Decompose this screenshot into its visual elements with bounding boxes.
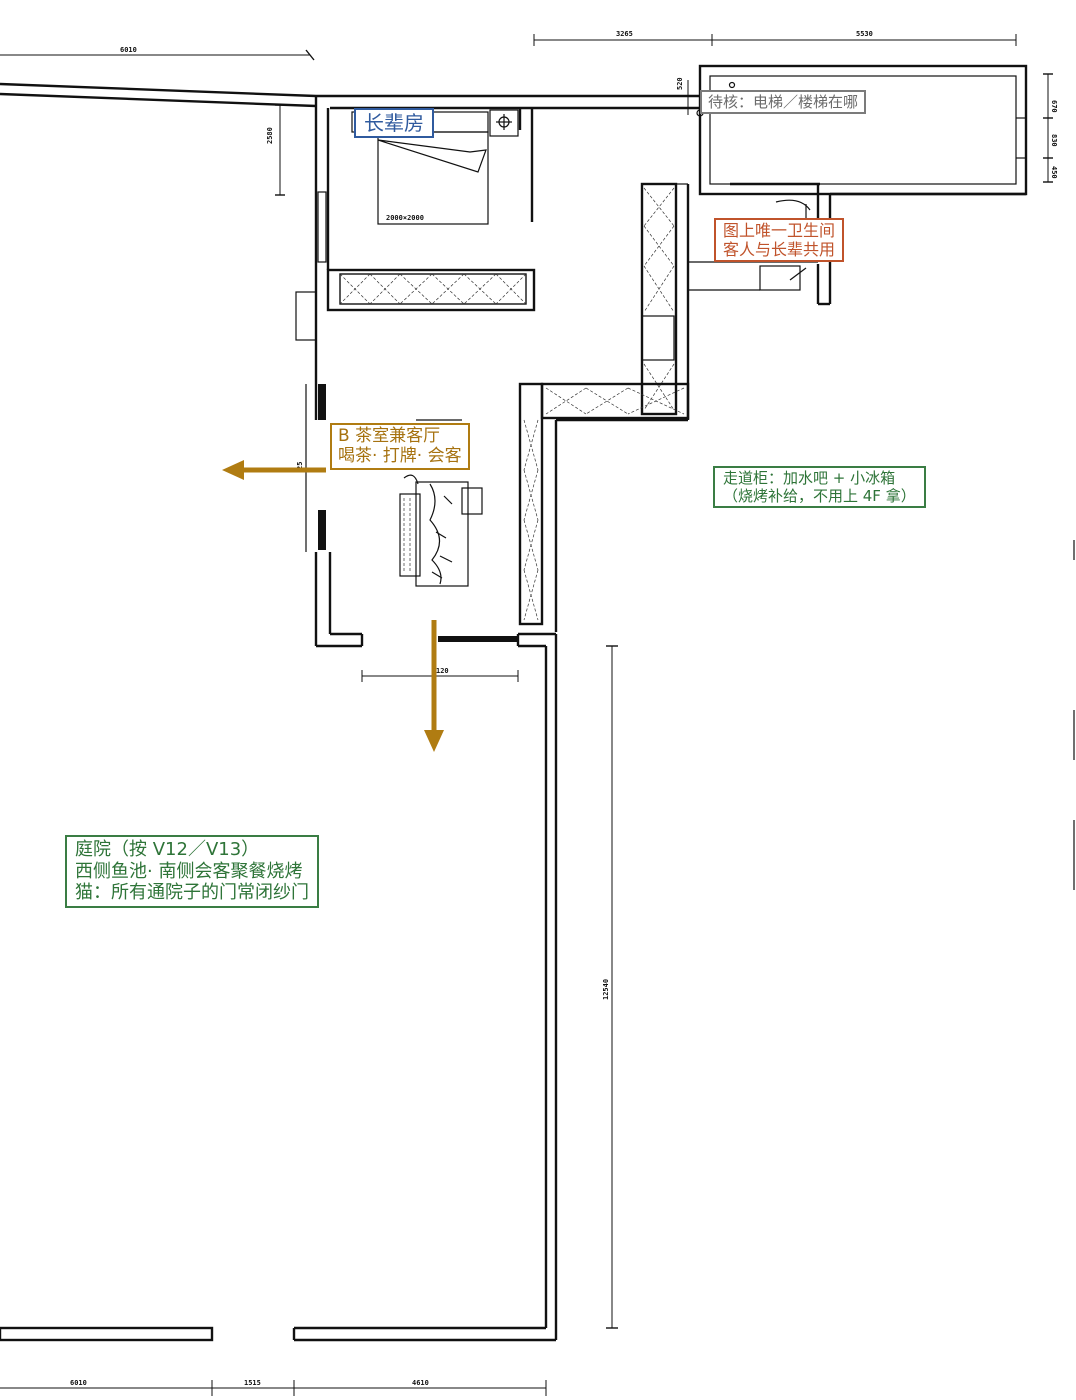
courtyard-walls bbox=[0, 634, 558, 1342]
dim-text-bottom-mid: 1515 bbox=[244, 1379, 261, 1387]
dim-text-courtyard-height: 12540 bbox=[602, 979, 610, 1000]
tea-room-furniture bbox=[399, 419, 483, 587]
label-pending-core: 待核：电梯／楼梯在哪 bbox=[700, 90, 867, 114]
label-tea-room: B 茶室兼客厅 喝茶· 打牌· 会客 bbox=[330, 423, 470, 470]
dim-text-tea-side: 25 bbox=[296, 462, 304, 470]
dim-text-bottom-left: 6010 bbox=[70, 1379, 87, 1387]
dim-text-top-mid: 3265 bbox=[616, 30, 633, 38]
dim-text-right-a: 670 bbox=[1050, 100, 1058, 113]
label-courtyard-line3: 猫：所有通院子的门常闭纱门 bbox=[75, 882, 309, 904]
l-shaped-cabinet bbox=[518, 382, 690, 632]
label-courtyard-line2: 西侧鱼池· 南侧会客聚餐烧烤 bbox=[75, 860, 303, 882]
bed-size-text: 2000×2000 bbox=[386, 214, 424, 222]
label-bathroom-line1: 图上唯一卫生间 bbox=[723, 221, 836, 240]
dim-text-top-right: 5530 bbox=[856, 30, 873, 38]
label-courtyard: 庭院（按 V12／V13） 西侧鱼池· 南侧会客聚餐烧烤 猫：所有通院子的门常闭… bbox=[65, 835, 319, 908]
label-pending-core-text: 待核：电梯／楼梯在哪 bbox=[708, 93, 859, 111]
wardrobe-cabinet bbox=[326, 268, 536, 312]
dimension-bottom: 6010 1515 4610 bbox=[0, 1379, 547, 1396]
fridge-box bbox=[641, 315, 675, 361]
dimension-top-left: 6010 bbox=[0, 46, 315, 61]
label-elder-room-text: 长辈房 bbox=[364, 111, 424, 135]
label-tea-room-line2: 喝茶· 打牌· 会客 bbox=[338, 446, 462, 467]
label-bathroom: 图上唯一卫生间 客人与长辈共用 bbox=[714, 218, 845, 263]
bench bbox=[399, 493, 421, 577]
chair bbox=[461, 487, 483, 515]
dimension-bedroom-side: 2580 bbox=[266, 104, 285, 196]
label-corridor-cabinet-line2: （烧烤补给，不用上 4F 拿） bbox=[723, 487, 916, 505]
dim-text-right-c: 450 bbox=[1050, 166, 1058, 179]
tea-table bbox=[415, 481, 469, 587]
label-courtyard-line1: 庭院（按 V12／V13） bbox=[75, 839, 260, 860]
label-corridor-cabinet-line1: 走道柜：加水吧 + 小冰箱 bbox=[723, 469, 896, 487]
outer-walls-upper bbox=[0, 64, 1028, 384]
dim-text-bottom-right: 4610 bbox=[412, 1379, 429, 1387]
corridor-cabinet-vertical bbox=[640, 182, 690, 420]
dim-text-bedroom-side: 2580 bbox=[266, 127, 274, 144]
label-elder-room: 长辈房 bbox=[354, 108, 434, 138]
dim-text-core-small: 520 bbox=[676, 77, 684, 90]
arrow-west-exit bbox=[222, 460, 326, 480]
dimension-right-side: 670 830 450 bbox=[1043, 73, 1058, 183]
label-tea-room-line1: B 茶室兼客厅 bbox=[338, 426, 441, 446]
dimension-courtyard-height: 12540 bbox=[602, 645, 618, 1329]
label-bathroom-line2: 客人与长辈共用 bbox=[723, 240, 836, 260]
dim-text-top-left: 6010 bbox=[120, 46, 137, 54]
arrow-south-exit bbox=[424, 620, 444, 752]
dim-text-tea-bottom: 120 bbox=[436, 667, 449, 675]
dimension-top-right: 3265 5530 bbox=[533, 30, 1017, 46]
label-corridor-cabinet: 走道柜：加水吧 + 小冰箱 （烧烤补给，不用上 4F 拿） bbox=[713, 466, 926, 508]
dim-text-right-b: 830 bbox=[1050, 134, 1058, 147]
